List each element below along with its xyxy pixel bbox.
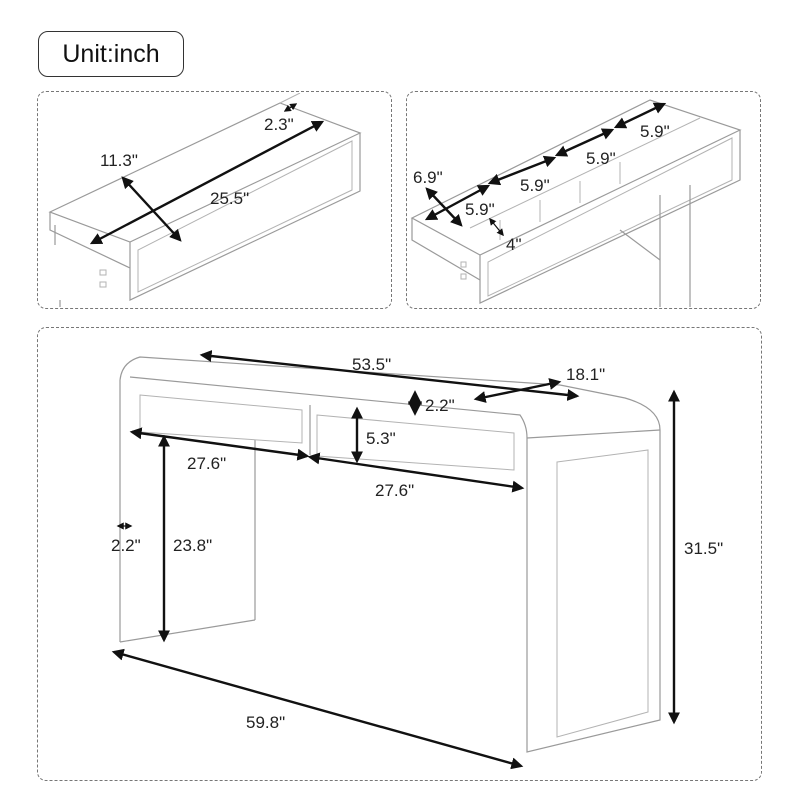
unit-label: Unit:inch (62, 39, 160, 68)
top-width-label: 53.5" (352, 355, 391, 374)
organizer-detail-panel (406, 91, 761, 309)
drawer-width-left-label: 27.6" (187, 454, 226, 473)
drawer-height-label: 5.3" (366, 429, 396, 448)
drawer-width-25-5-label: 25.5" (210, 189, 249, 208)
organizer-height-6-9-label: 6.9" (413, 168, 443, 187)
organizer-comp-3-label: 5.9" (586, 149, 616, 168)
side-thickness-label: 2.2" (111, 536, 141, 555)
drawer-depth-11-3-label: 11.3" (100, 151, 138, 170)
drawer-detail-panel (37, 91, 392, 309)
main-view-panel (37, 327, 762, 781)
organizer-divider-4-label: 4" (506, 235, 522, 254)
drawer-depth-2-3-label: 2.3" (264, 115, 294, 134)
leg-clearance-label: 23.8" (173, 536, 212, 555)
organizer-comp-1-label: 5.9" (465, 200, 495, 219)
organizer-drawing (410, 99, 742, 307)
top-thickness-label: 2.2" (425, 396, 455, 415)
organizer-comp-4-label: 5.9" (640, 122, 670, 141)
drawer-width-right-label: 27.6" (375, 481, 414, 500)
top-depth-label: 18.1" (566, 365, 605, 384)
console-drawing (119, 356, 661, 753)
overall-width-label: 59.8" (246, 713, 285, 732)
total-height-label: 31.5" (684, 539, 723, 558)
unit-label-box: Unit:inch (38, 31, 184, 77)
organizer-comp-2-label: 5.9" (520, 176, 550, 195)
